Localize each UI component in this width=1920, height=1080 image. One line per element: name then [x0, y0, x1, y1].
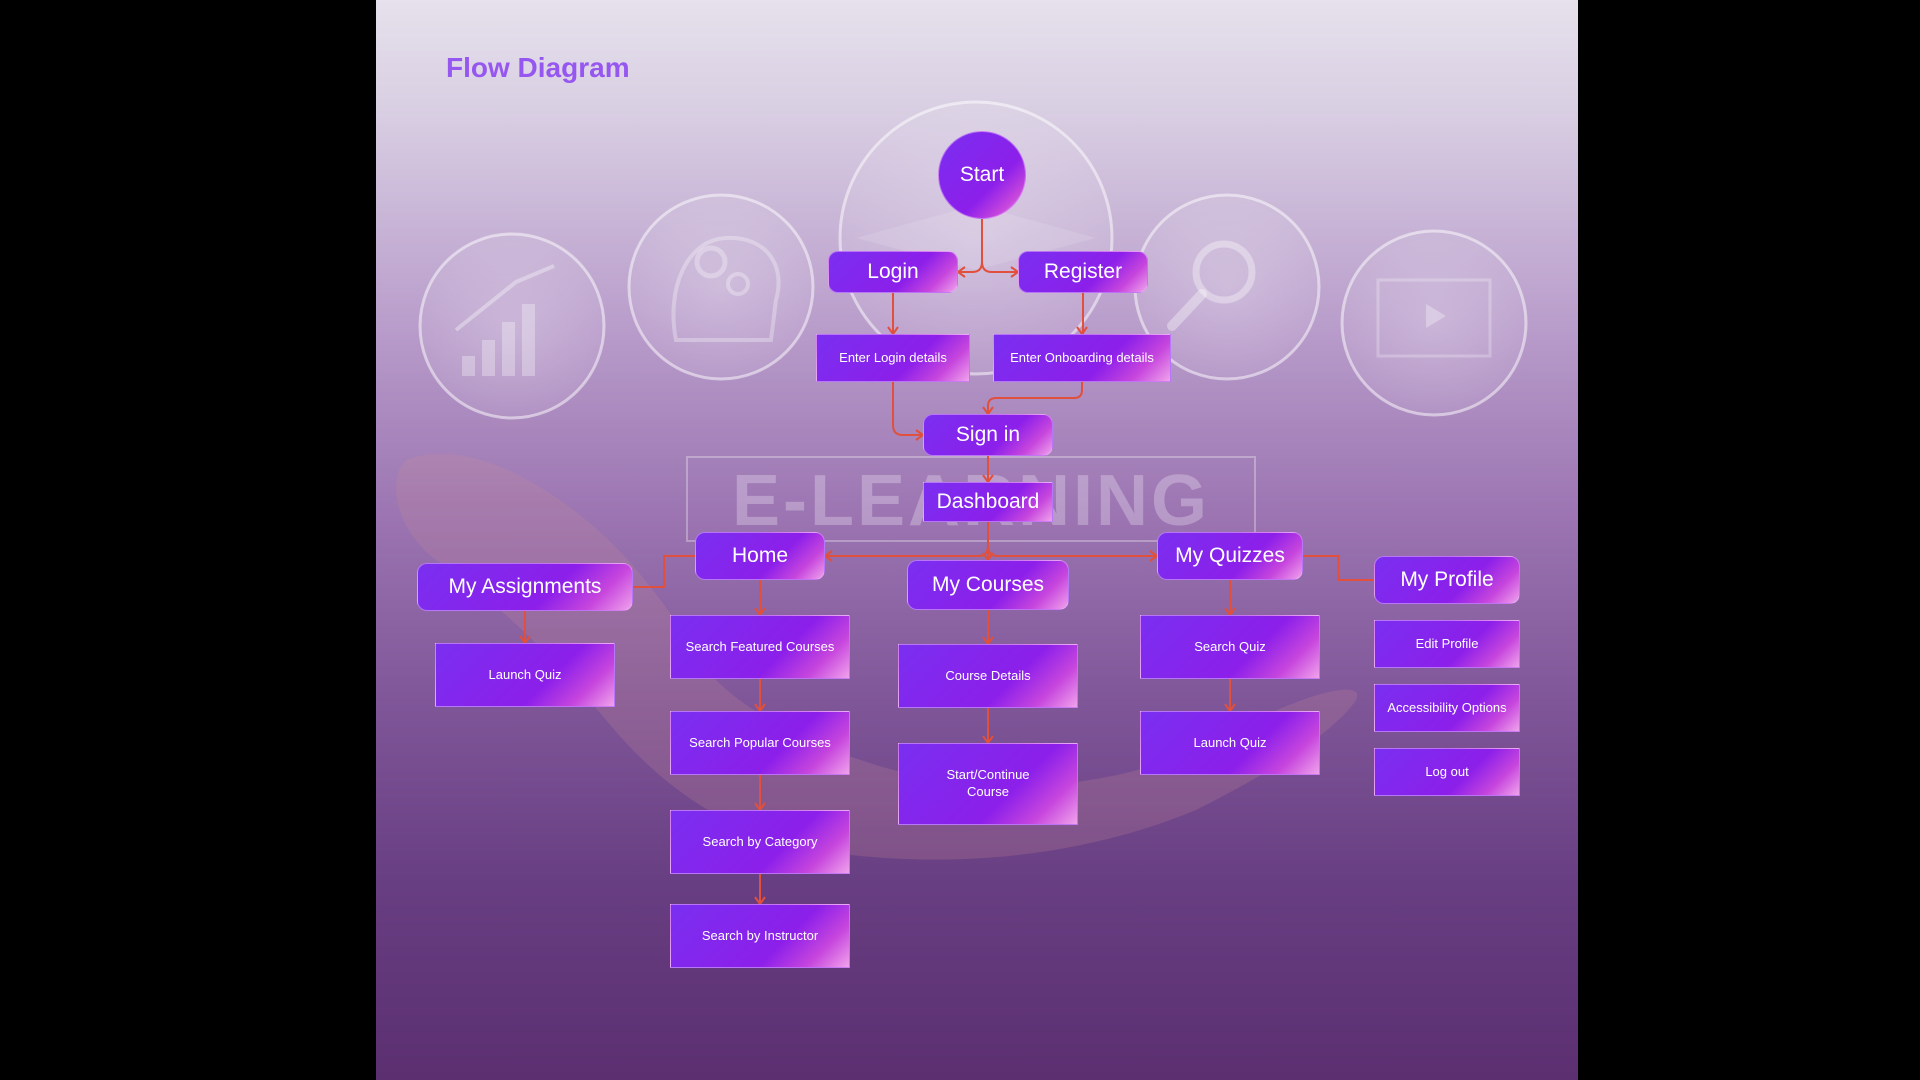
enter-onboarding-details-node[interactable]: Enter Onboarding details: [993, 334, 1171, 382]
edit-profile-node[interactable]: Edit Profile: [1374, 620, 1520, 668]
my-quizzes-node[interactable]: My Quizzes: [1157, 532, 1303, 580]
login-node[interactable]: Login: [828, 251, 958, 293]
search-by-category-node[interactable]: Search by Category: [670, 810, 850, 874]
start-node[interactable]: Start: [938, 131, 1026, 219]
search-by-instructor-node[interactable]: Search by Instructor: [670, 904, 850, 968]
my-assignments-node[interactable]: My Assignments: [417, 563, 633, 611]
home-node[interactable]: Home: [695, 532, 825, 580]
sign-in-node[interactable]: Sign in: [923, 414, 1053, 456]
my-courses-node[interactable]: My Courses: [907, 560, 1069, 610]
start-continue-course-node[interactable]: Start/Continue Course: [898, 743, 1078, 825]
search-featured-courses-node[interactable]: Search Featured Courses: [670, 615, 850, 679]
accessibility-options-node[interactable]: Accessibility Options: [1374, 684, 1520, 732]
register-node[interactable]: Register: [1018, 251, 1148, 293]
search-quiz-node[interactable]: Search Quiz: [1140, 615, 1320, 679]
search-popular-courses-node[interactable]: Search Popular Courses: [670, 711, 850, 775]
magnifier-icon: [1133, 193, 1321, 381]
course-details-node[interactable]: Course Details: [898, 644, 1078, 708]
my-profile-node[interactable]: My Profile: [1374, 556, 1520, 604]
assignments-launch-quiz-node[interactable]: Launch Quiz: [435, 643, 615, 707]
growth-chart-icon: [418, 232, 606, 420]
page-title: Flow Diagram: [446, 52, 630, 83]
flow-diagram-canvas: E-LEARNING Flow Diagram Start Login Regi…: [376, 0, 1578, 1080]
video-player-icon: [1340, 229, 1528, 417]
quizzes-launch-quiz-node[interactable]: Launch Quiz: [1140, 711, 1320, 775]
enter-login-details-node[interactable]: Enter Login details: [816, 334, 970, 382]
log-out-node[interactable]: Log out: [1374, 748, 1520, 796]
gear-head-icon: [627, 193, 815, 381]
dashboard-node[interactable]: Dashboard: [923, 482, 1053, 522]
